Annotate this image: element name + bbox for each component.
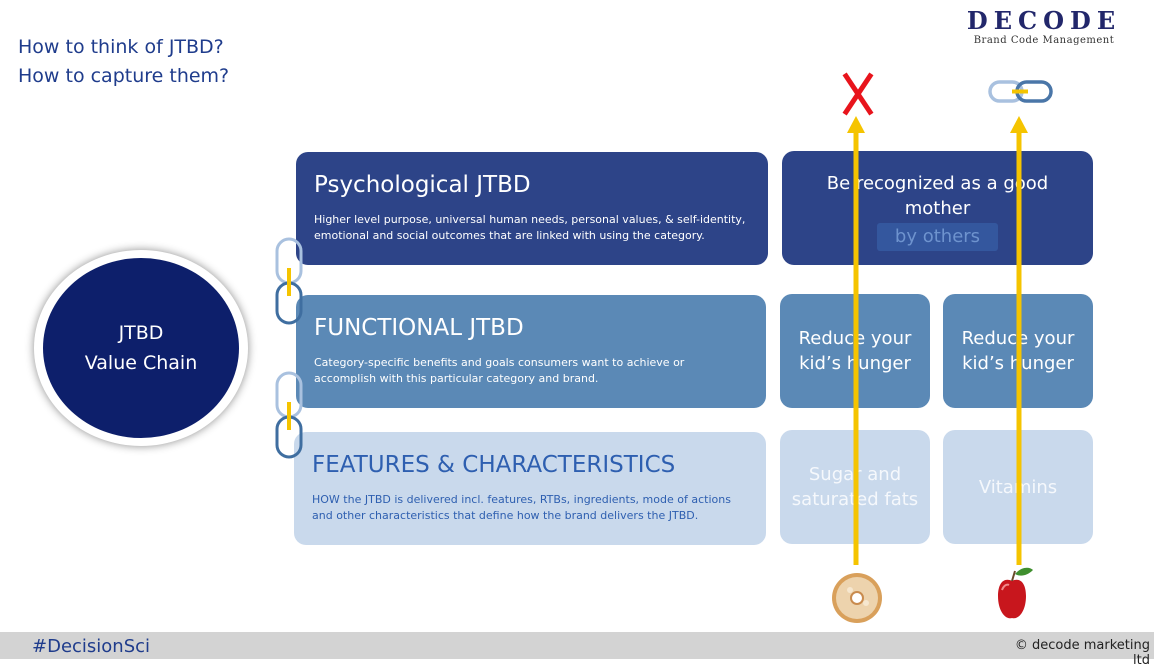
chain-link-icon [275,237,303,325]
value-chain-circle: JTBD Value Chain [43,258,239,438]
level-description: HOW the JTBD is delivered incl. features… [312,493,731,522]
features-characteristics-box: FEATURES & CHARACTERISTICS HOW the JTBD … [294,432,766,545]
psychological-example-cell: Be recognized as a good mother by others [782,151,1093,265]
footer-hashtag: #DecisionSci [32,636,151,657]
chain-link-icon [988,80,1053,103]
donut-arrow [847,116,865,565]
level-title: Psychological JTBD [314,172,531,198]
psychological-example-highlight: by others [876,223,999,251]
level-description: Higher level purpose, universal human ne… [314,213,746,242]
apple-arrow [1010,116,1028,565]
logo: DECODE [966,6,1122,35]
circle-line-2: Value Chain [84,352,198,374]
question-line-2: How to capture them? [18,65,230,87]
question-line-1: How to think of JTBD? [18,36,224,58]
footer-bar [0,632,1154,659]
level-description: Category-specific benefits and goals con… [314,356,685,385]
level-title: FEATURES & CHARACTERISTICS [312,452,676,478]
functional-jtbd-box: FUNCTIONAL JTBD Category-specific benefi… [296,295,766,408]
level-title: FUNCTIONAL JTBD [314,315,524,341]
chain-link-icon [275,371,303,459]
x-mark-icon [842,72,874,116]
psychological-jtbd-box: Psychological JTBD Higher level purpose,… [296,152,768,265]
logo-tagline: Brand Code Management [973,35,1115,46]
circle-line-1: JTBD [118,322,164,344]
donut-icon [832,573,882,623]
footer-copyright: © decode marketing ltd [1014,638,1150,668]
apple-icon [998,567,1033,619]
psychological-example-text: Be recognized as a good mother [826,173,1049,219]
